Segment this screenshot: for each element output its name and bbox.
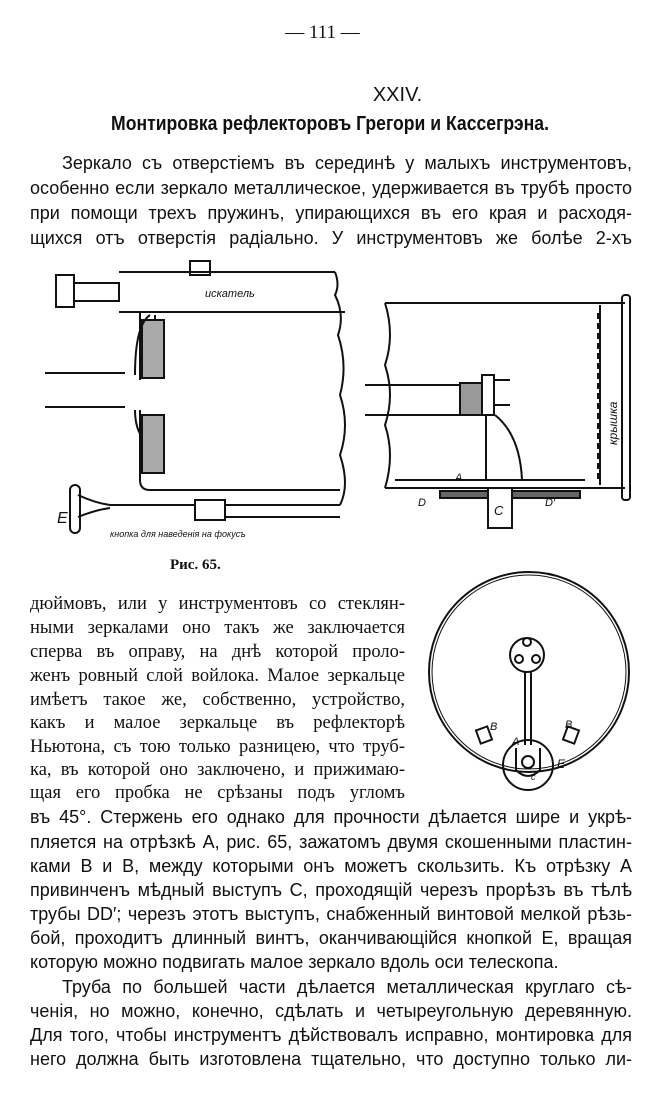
text-line: Для того, чтобы инструментъ дѣйствовалъ … xyxy=(30,1025,632,1045)
label-D: D xyxy=(418,497,426,509)
text-line: дюймовъ, или у инструментовъ со стеклян- xyxy=(30,594,405,614)
figure-caption: Рис. 65. xyxy=(170,557,221,573)
text-line: щая его пробка не срѣзаны подъ угломъ xyxy=(30,783,405,803)
text-line: въ 45°. Стержень его однако для прочност… xyxy=(30,807,632,827)
text-line: Ньютона, съ тою только разницею, что тру… xyxy=(30,737,405,757)
label-B-left: B xyxy=(490,721,497,733)
text-line: женъ ровный слой войлока. Малое зеркальц… xyxy=(30,666,405,686)
label-E: E xyxy=(57,510,68,527)
finder-label: искатель xyxy=(205,288,255,300)
label-B-right: B xyxy=(565,719,572,731)
text-line: привинченъ мѣдный выступъ C, проходящій … xyxy=(30,880,632,900)
cover-end-drawing xyxy=(365,294,631,529)
text-line: ченія, но можно, конечно, сдѣлать и четы… xyxy=(30,1001,632,1021)
text-line: ка, въ которой оно заключено, и прижимаю… xyxy=(30,760,405,780)
label-c: c xyxy=(531,772,536,782)
secondary-mirror-spider-drawing: B B A E c xyxy=(428,571,630,791)
label-D-prime: D′ xyxy=(545,497,556,509)
focus-knob-label: кнопка для наведенія на фокусъ xyxy=(110,529,246,539)
text-line: ками B и B, между которыми онъ можетъ ск… xyxy=(30,856,632,876)
label-C: C xyxy=(494,503,504,518)
chapter-title: Монтировка рефлекторовъ Грегори и Кассег… xyxy=(111,113,549,135)
chapter-number: XXIV. xyxy=(372,84,423,106)
text-line: которую можно подвигать малое зеркало вд… xyxy=(30,952,559,972)
cover-label: крышка xyxy=(606,401,620,445)
finder-tube-drawing xyxy=(45,260,346,534)
text-line: особенно если зеркало металлическое, уде… xyxy=(30,178,632,198)
label-A: A xyxy=(454,472,462,484)
text-line: трубы DD′; черезъ этотъ выступъ, снабжен… xyxy=(30,904,632,924)
text-line: пляется на отрѣзкѣ A, рис. 65, зажатомъ … xyxy=(30,832,632,852)
text-line: щихся отъ отверстія радіально. У инструм… xyxy=(30,228,632,248)
text-line: него должна быть изготовлена тщательно, … xyxy=(30,1049,632,1069)
label-A-spider: A xyxy=(511,736,519,748)
text-line: сперва въ оправу, на днѣ которой проло- xyxy=(30,642,405,662)
figure-65-telescope-sections: искатель E кнопка для наведенія на фокус… xyxy=(45,260,631,539)
text-line: Труба по большей части дѣлается металлич… xyxy=(62,977,632,997)
text-line: Зеркало съ отверстіемъ въ серединѣ у мал… xyxy=(62,153,632,173)
page-number: — 111 — xyxy=(285,22,360,43)
text-line: имѣетъ такое же, собственно, устройство, xyxy=(30,690,405,710)
text-line: бой, проходитъ длинный винтъ, оканчивающ… xyxy=(30,928,632,948)
label-E-spider: E xyxy=(557,757,566,771)
text-line: какъ и малое зеркальце въ рефлекторѣ xyxy=(30,713,405,733)
text-line: при помощи трехъ пружинъ, упирающихся въ… xyxy=(30,203,632,223)
text-line: ными зеркалами оно такъ же заключается xyxy=(30,618,405,638)
